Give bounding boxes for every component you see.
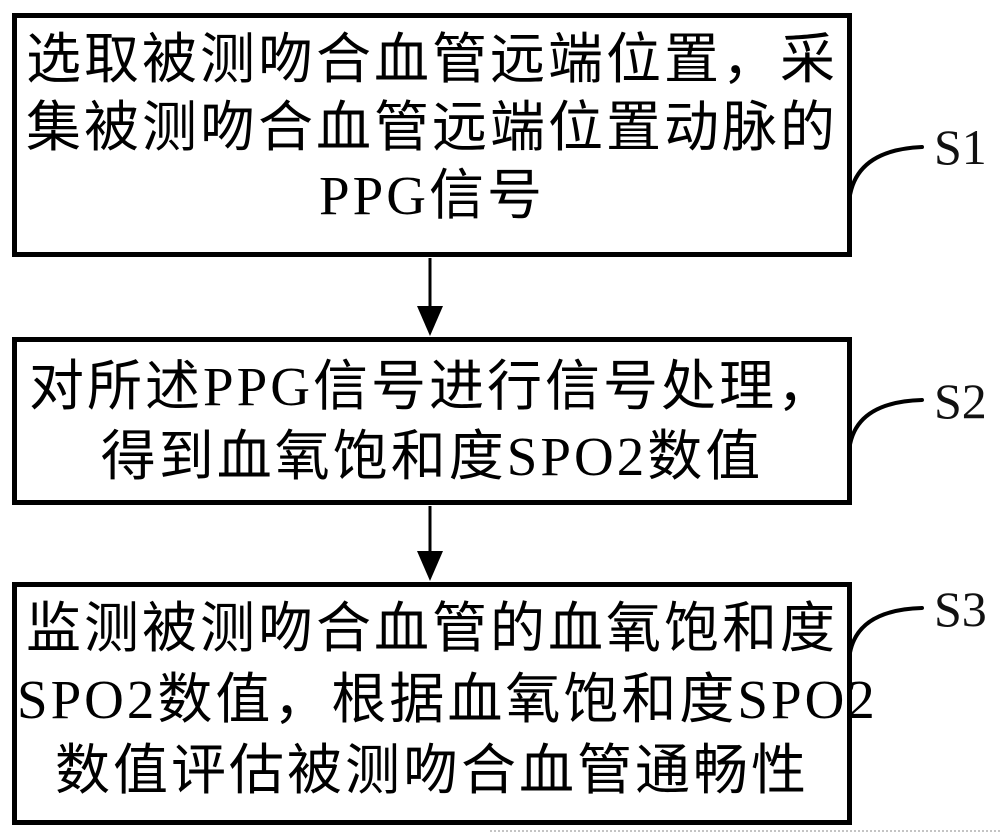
step-label-s3: S3 xyxy=(934,581,987,637)
arrow-down-icon xyxy=(417,258,443,336)
leader-curve-s3 xyxy=(847,606,924,662)
flow-step-box-s1: 选取被测吻合血管远端位置，采 集被测吻合血管远端位置动脉的 PPG信号 xyxy=(12,13,852,257)
leader-curve-s2 xyxy=(847,398,924,454)
flow-step-box-s3: 监测被测吻合血管的血氧饱和度 SPO2数值，根据血氧饱和度SPO2 数值评估被测… xyxy=(12,582,878,825)
step-s3-text-line: SPO2数值，根据血氧饱和度SPO2 xyxy=(17,669,878,730)
scan-artifact-line xyxy=(490,830,1000,832)
flow-step-box-s2: 对所述PPG信号进行信号处理， 得到血氧饱和度SPO2数值 xyxy=(12,337,852,505)
step-s1-text-line: 选取被测吻合血管远端位置，采 xyxy=(25,29,838,90)
step-s1-text-line: 集被测吻合血管远端位置动脉的 xyxy=(25,97,838,158)
step-s2-text-line: 得到血氧饱和度SPO2数值 xyxy=(100,426,764,487)
step-label-s2: S2 xyxy=(934,373,987,429)
arrow-down-icon xyxy=(417,506,443,581)
leader-curve-s1 xyxy=(847,145,924,205)
step-s1-text-line: PPG信号 xyxy=(319,165,545,226)
step-s3-text-line: 数值评估被测吻合血管通畅性 xyxy=(54,740,809,801)
step-s3-text-line: 监测被测吻合血管的血氧饱和度 xyxy=(25,598,838,659)
step-label-s1: S1 xyxy=(934,119,987,175)
step-s2-text-line: 对所述PPG信号进行信号处理， xyxy=(29,356,835,417)
